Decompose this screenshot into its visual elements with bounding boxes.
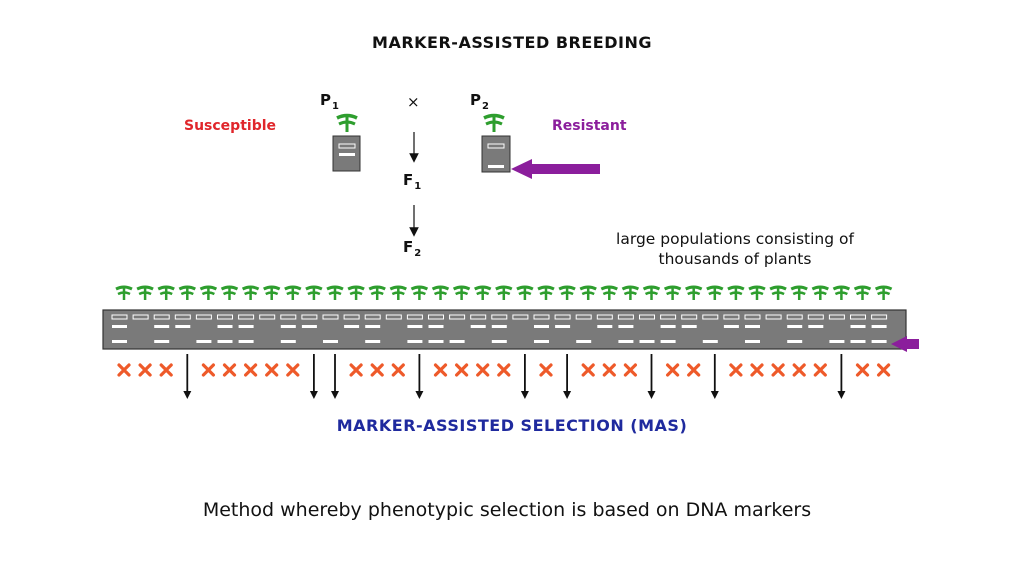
population-plant-icon xyxy=(220,285,239,300)
selected-arrow-icon xyxy=(520,354,529,399)
population-plant-icon xyxy=(663,285,682,300)
rejected-x-icon xyxy=(201,363,215,377)
population-note: large populations consisting of thousand… xyxy=(570,229,900,269)
rejected-x-icon xyxy=(159,363,173,377)
rejected-x-icon xyxy=(750,363,764,377)
rejected-x-icon xyxy=(244,363,258,377)
population-plant-icon xyxy=(832,285,851,300)
rejected-x-icon xyxy=(792,363,806,377)
population-plant-icon xyxy=(621,285,640,300)
rejected-x-icon xyxy=(222,363,237,377)
population-plant-icon xyxy=(326,285,344,300)
rejected-x-icon xyxy=(476,363,490,377)
selected-arrow-icon xyxy=(710,354,719,399)
selected-arrow-icon xyxy=(415,354,424,399)
rejected-x-icon xyxy=(623,363,637,377)
population-plant-icon xyxy=(199,285,218,300)
population-plant-icon xyxy=(642,285,661,300)
population-line-2: thousands of plants xyxy=(658,250,812,268)
population-plant-icon xyxy=(178,285,196,300)
population-plant-icon xyxy=(748,285,766,300)
population-line-1: large populations consisting of xyxy=(616,230,854,248)
rejected-x-icon xyxy=(687,363,701,377)
selected-arrow-icon xyxy=(563,354,572,399)
population-plant-icon xyxy=(115,285,133,300)
rejected-x-icon xyxy=(771,363,785,377)
population-plant-icon xyxy=(284,285,302,300)
population-plant-icon xyxy=(410,285,429,300)
mas-title: MARKER-ASSISTED SELECTION (MAS) xyxy=(336,416,688,435)
rejected-x-icon xyxy=(602,363,616,377)
population-plant-icon xyxy=(305,285,323,300)
population-plant-icon xyxy=(474,285,492,300)
population-plant-icon xyxy=(790,285,808,300)
rejected-x-icon xyxy=(391,363,405,377)
population-plant-icon xyxy=(558,285,576,300)
parent-1-gel-lane xyxy=(332,135,361,172)
rejected-x-icon xyxy=(581,363,595,377)
rejected-x-icon xyxy=(349,363,363,377)
population-plant-icon xyxy=(495,285,513,300)
rejected-x-icon xyxy=(666,363,680,377)
population-plant-icon xyxy=(241,285,260,300)
resistance-marker-arrow-icon xyxy=(511,159,600,179)
resistant-label: Resistant xyxy=(552,118,627,134)
population-plant-icon xyxy=(537,285,555,300)
rejected-x-icon xyxy=(138,363,152,377)
susceptible-label: Susceptible xyxy=(184,118,277,134)
population-plants-row xyxy=(115,285,893,300)
population-marker-arrow-icon xyxy=(891,336,919,352)
population-plant-icon xyxy=(452,285,471,300)
rejected-x-icon xyxy=(497,363,511,377)
population-plant-icon xyxy=(136,285,154,300)
cross-symbol: × xyxy=(407,93,420,111)
rejected-x-icon xyxy=(813,363,827,377)
population-plant-icon xyxy=(706,285,724,300)
diagram-title: MARKER-ASSISTED BREEDING xyxy=(372,33,652,52)
parent-2-plant-icon xyxy=(483,113,505,132)
rejected-x-icon xyxy=(877,363,891,377)
parent-2-label: P2 xyxy=(470,91,489,112)
population-plant-icon xyxy=(600,285,618,300)
f1-label: F1 xyxy=(403,171,422,192)
population-plant-icon xyxy=(874,285,893,300)
rejected-x-icon xyxy=(117,363,131,377)
selected-arrow-icon xyxy=(183,354,192,399)
population-plant-icon xyxy=(853,285,872,300)
method-description: Method whereby phenotypic selection is b… xyxy=(202,499,812,521)
rejected-x-icon xyxy=(433,363,448,377)
selection-row xyxy=(117,354,891,399)
population-plant-icon xyxy=(727,285,745,300)
population-plant-icon xyxy=(769,285,787,300)
population-plant-icon xyxy=(389,285,407,300)
population-plant-icon xyxy=(811,285,829,300)
selected-arrow-icon xyxy=(837,354,846,399)
rejected-x-icon xyxy=(455,363,469,377)
population-plant-icon xyxy=(516,285,534,300)
population-plant-icon xyxy=(368,285,386,300)
parent-1-label: P1 xyxy=(320,91,339,112)
parent-1-plant-icon xyxy=(336,113,358,132)
rejected-x-icon xyxy=(370,363,384,377)
rejected-x-icon xyxy=(265,363,279,377)
selected-arrow-icon xyxy=(647,354,656,399)
population-plant-icon xyxy=(685,285,703,300)
parent-2-gel-lane xyxy=(481,135,511,173)
population-plant-icon xyxy=(157,285,175,300)
population-plant-icon xyxy=(263,285,281,300)
population-plant-icon xyxy=(431,285,450,300)
rejected-x-icon xyxy=(286,363,300,377)
population-plant-icon xyxy=(579,285,597,300)
rejected-x-icon xyxy=(539,363,553,377)
rejected-x-icon xyxy=(855,363,870,377)
rejected-x-icon xyxy=(729,363,743,377)
selected-arrow-icon xyxy=(309,354,318,399)
f2-label: F2 xyxy=(403,238,422,259)
population-gel xyxy=(102,309,907,350)
selected-arrow-icon xyxy=(331,354,339,399)
population-plant-icon xyxy=(347,285,365,300)
